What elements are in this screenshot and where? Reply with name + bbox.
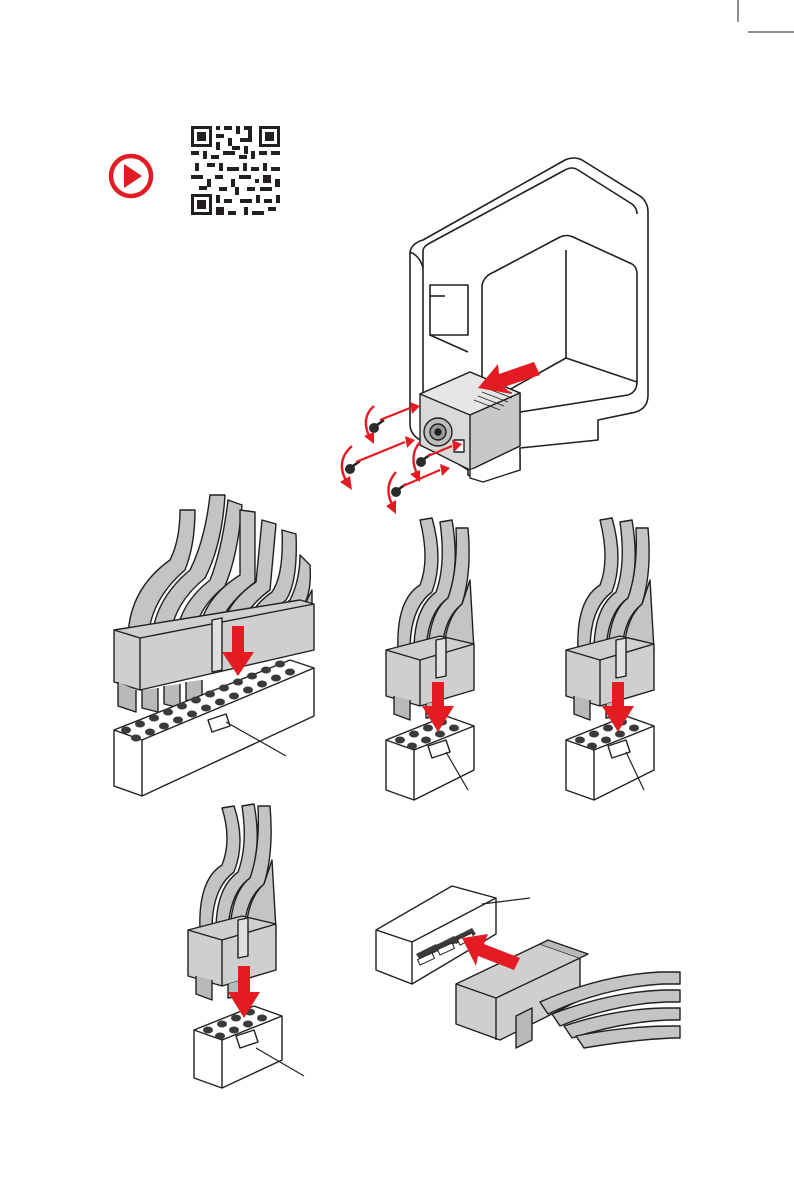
cpu-8pin-connector-a — [386, 518, 474, 800]
cpu-8pin-connector-b — [566, 518, 654, 800]
qr-code-icon[interactable] — [191, 126, 280, 215]
screw-icon — [340, 436, 415, 490]
molex-4pin-connector — [376, 886, 680, 1048]
crop-marks — [738, 0, 794, 32]
atx-24pin-connector — [0, 495, 314, 796]
play-icon[interactable] — [111, 156, 151, 196]
pcie-8pin-connector — [188, 804, 304, 1088]
insert-arrow-icon — [462, 934, 520, 970]
molex-socket — [376, 886, 496, 984]
